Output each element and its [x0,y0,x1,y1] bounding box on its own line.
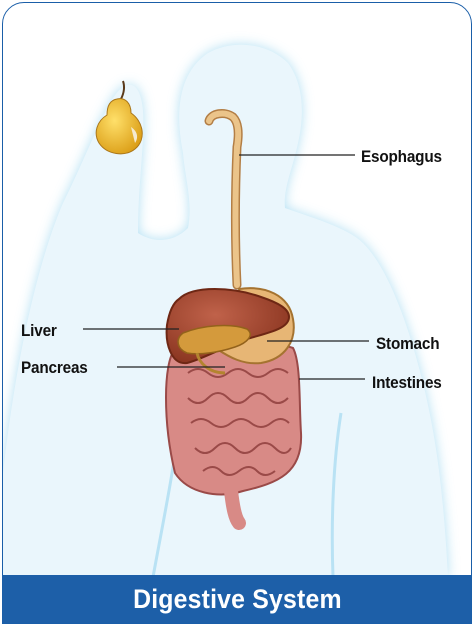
intestines-label: Intestines [372,373,442,393]
pancreas-label: Pancreas [21,358,88,378]
diagram-card: Esophagus Liver Stomach Pancreas Intesti… [2,2,472,624]
stomach-label: Stomach [376,334,439,354]
digestive-illustration [3,3,472,577]
title-banner: Digestive System [3,575,471,623]
esophagus-label: Esophagus [361,147,442,167]
diagram-title: Digestive System [133,584,342,615]
liver-label: Liver [21,321,57,341]
